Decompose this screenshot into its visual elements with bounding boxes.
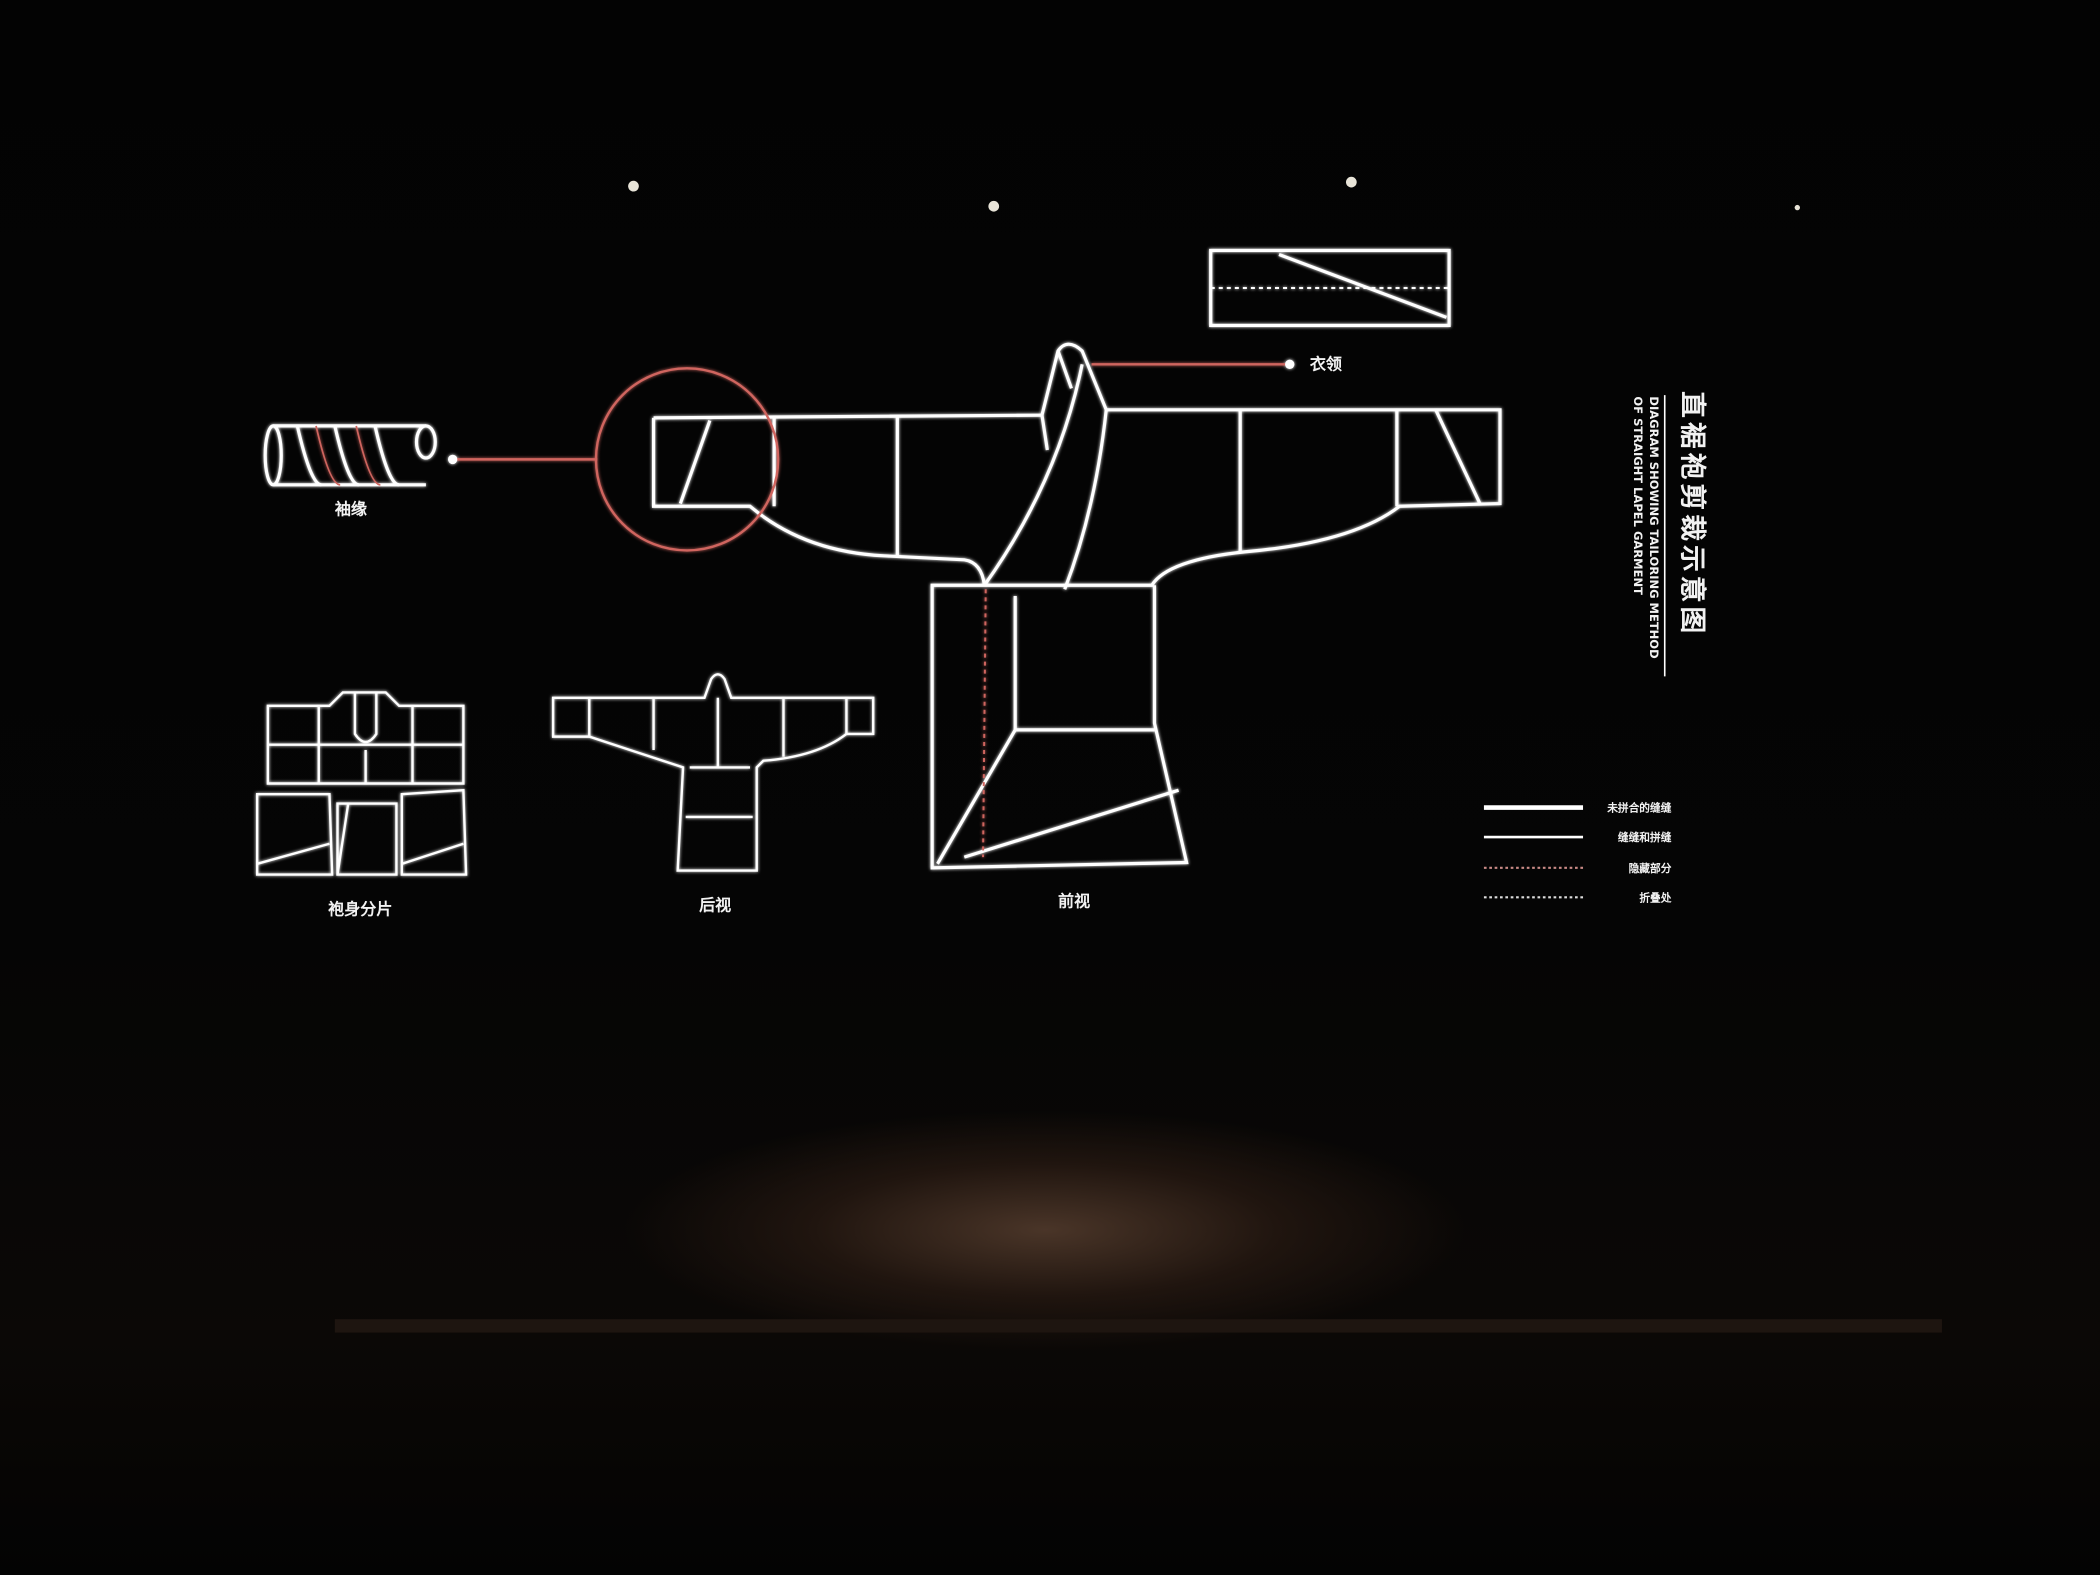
collar-label: 衣领 [1310,355,1342,374]
ceiling-lights [628,176,1800,212]
legend-item: 未拼合的缝缝 [1606,802,1672,815]
legend: 未拼合的缝缝 缝缝和拼缝 隐藏部分 折叠处 [1483,802,1672,904]
pieces-label: 袍身分片 [327,900,392,919]
back-view-thumbnail [551,673,875,872]
collar-detail [1091,248,1451,369]
front-view-garment [651,342,1502,870]
legend-item: 折叠处 [1639,891,1671,904]
title-zh: 直裾袍剪裁示意图 [1676,391,1708,637]
back-view-label: 后视 [699,896,731,915]
showcase-ledge [334,1319,1942,1333]
legend-item: 隐藏部分 [1629,862,1672,875]
cuff-label: 袖缘 [335,499,367,518]
title-en-2: OF STRAIGHT LAPEL GARMENT [1631,396,1645,595]
legend-item: 缝缝和拼缝 [1618,831,1672,844]
diagram-title: 直裾袍剪裁示意图 DIAGRAM SHOWING TAILORING METHO… [1631,391,1708,677]
cuff-detail [263,367,780,552]
title-en-1: DIAGRAM SHOWING TAILORING METHOD [1647,396,1661,658]
pieces-thumbnail [255,691,468,876]
front-view-label: 前视 [1058,892,1090,911]
